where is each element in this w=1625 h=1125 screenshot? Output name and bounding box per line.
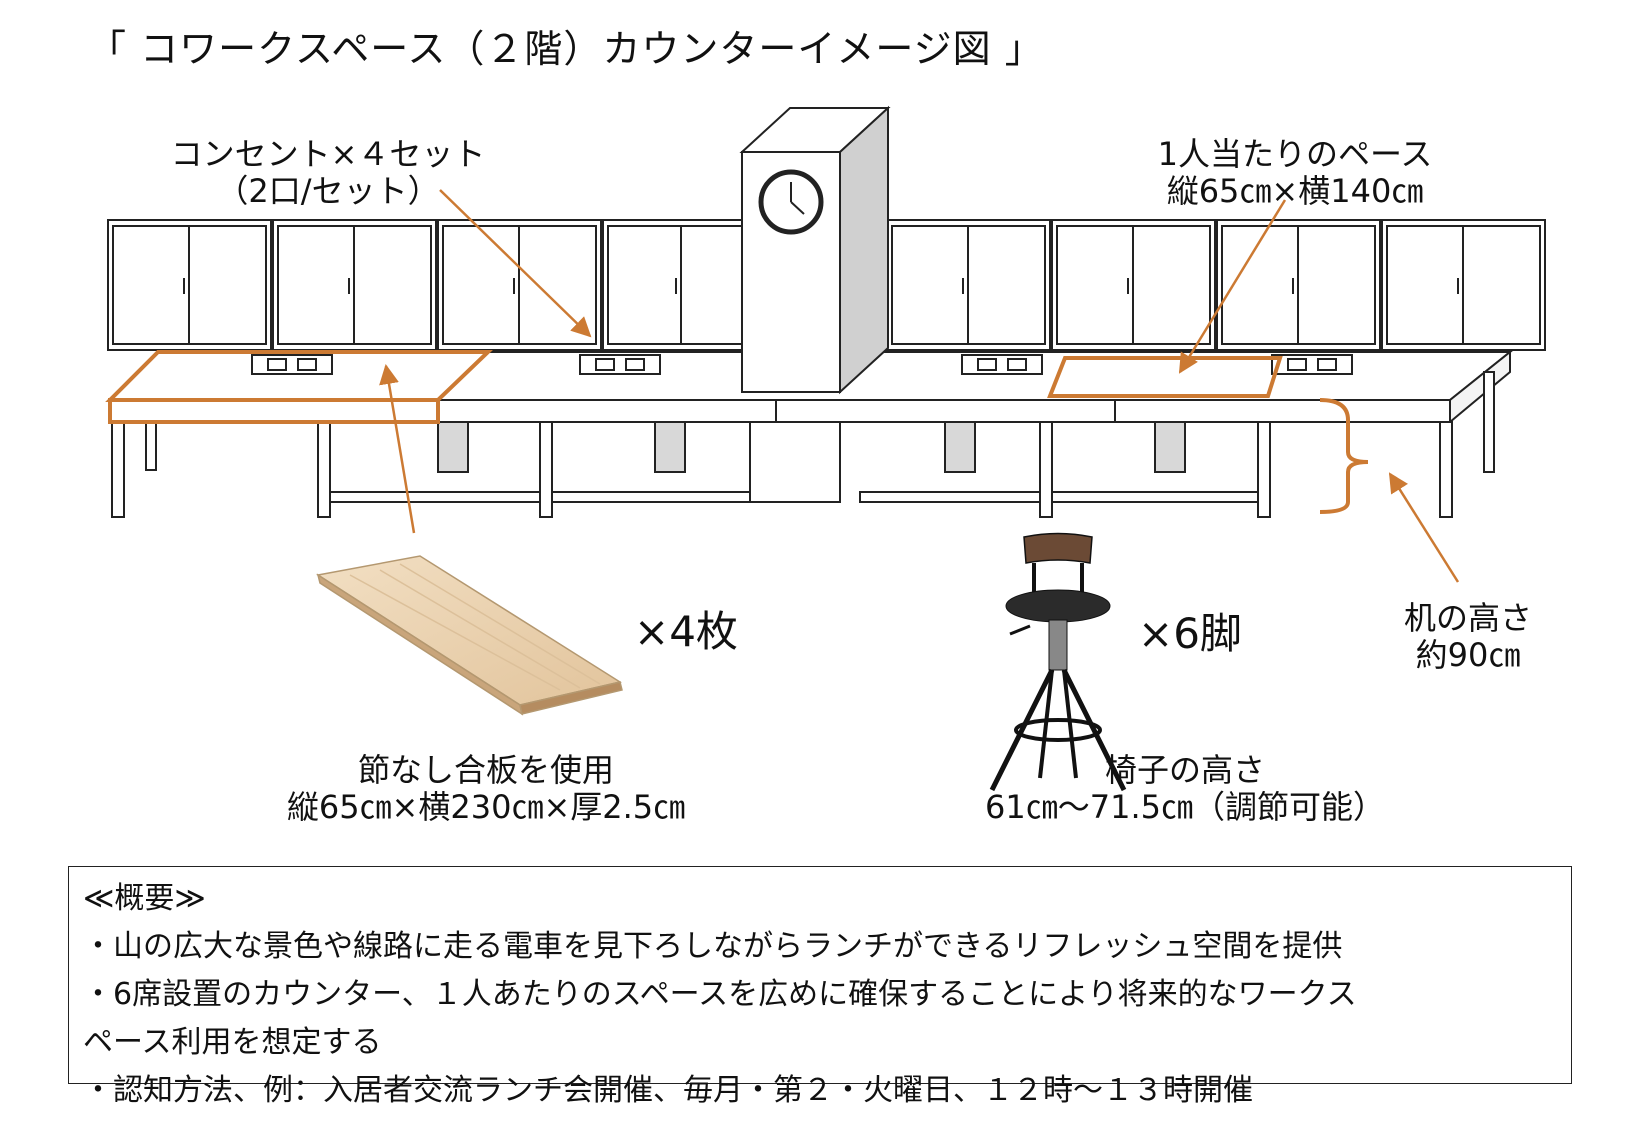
stool-seat xyxy=(1005,589,1111,623)
chair-height-line1: 椅子の高さ xyxy=(1104,751,1265,789)
page-title: 「 コワークスペース（２階）カウンターイメージ図 」 xyxy=(88,27,1044,71)
clock-tower xyxy=(739,105,891,503)
outlet-4 xyxy=(1271,354,1353,375)
board-description-line2: 縦65㎝×横230㎝×厚2.5㎝ xyxy=(286,787,686,826)
outlets xyxy=(251,354,1353,375)
cabinet-1 xyxy=(107,219,272,351)
space-label-line1: 1人当たりのペース xyxy=(1157,135,1433,173)
cabinet-3 xyxy=(437,219,602,351)
outlet-1 xyxy=(251,354,333,375)
board-description: 節なし合板を使用 縦65㎝×横230㎝×厚2.5㎝ xyxy=(256,752,716,826)
cabinet-8 xyxy=(1381,219,1546,351)
height-brace xyxy=(1319,398,1369,514)
outlet-label: コンセント×４セット （2口/セット） xyxy=(158,136,498,210)
outlet-label-line1: コンセント×４セット xyxy=(170,135,486,173)
summary-line-1: ・山の広大な景色や線路に走る電車を見下ろしながらランチができるリフレッシュ空間を… xyxy=(83,929,1343,964)
space-label-line2: 縦65㎝×横140㎝ xyxy=(1166,171,1424,210)
summary-heading: ≪概要≫ xyxy=(83,881,206,916)
upper-cabinets xyxy=(107,219,1546,351)
board-count: ×4枚 xyxy=(634,607,738,656)
board-description-line1: 節なし合板を使用 xyxy=(357,751,614,789)
space-label: 1人当たりのペース 縦65㎝×横140㎝ xyxy=(1125,136,1465,210)
chair-count: ×6脚 xyxy=(1138,609,1242,658)
summary-box: ≪概要≫ ・山の広大な景色や線路に走る電車を見下ろしながらランチができるリフレッ… xyxy=(68,866,1572,1108)
plywood-board-image xyxy=(316,555,623,716)
chair-height-line2: 61㎝〜71.5㎝（調節可能） xyxy=(985,787,1385,826)
desk-height-label: 机の高さ 約90㎝ xyxy=(1368,600,1568,674)
cabinet-2 xyxy=(272,219,437,351)
cabinet-5 xyxy=(886,219,1051,351)
desk-height-line1: 机の高さ xyxy=(1403,599,1532,637)
chair-height-label: 椅子の高さ 61㎝〜71.5㎝（調節可能） xyxy=(960,752,1410,826)
summary-line-4: ・認知方法、例：入居者交流ランチ会開催、毎月・第２・火曜日、１２時〜１３時開催 xyxy=(83,1073,1253,1108)
cabinet-7 xyxy=(1216,219,1381,351)
outlet-arrow xyxy=(439,189,592,338)
outlet-label-line2: （2口/セット） xyxy=(216,171,440,210)
counter-legs xyxy=(111,371,1495,518)
annotation-arrows xyxy=(379,189,1460,583)
stool-image xyxy=(989,532,1127,792)
summary-line-3: ペース利用を想定する xyxy=(83,1025,382,1060)
counter-right-side xyxy=(1449,349,1511,425)
board-highlight-edge xyxy=(108,398,440,424)
board-arrow xyxy=(379,364,416,534)
summary-line-2: ・6席設置のカウンター、１人あたりのスペースを広めに確保することにより将来的なワ… xyxy=(83,977,1357,1012)
outlet-2 xyxy=(579,354,661,375)
outlet-3 xyxy=(961,354,1043,375)
stool-backrest xyxy=(1023,532,1093,564)
per-person-space-highlight xyxy=(1047,356,1283,398)
height-arrow xyxy=(1388,472,1460,583)
highlights xyxy=(105,350,1369,514)
desk-height-line2: 約90㎝ xyxy=(1415,635,1521,674)
cabinet-4 xyxy=(602,219,752,351)
cabinet-6 xyxy=(1051,219,1216,351)
counter-front-edge xyxy=(109,399,1451,423)
space-arrow xyxy=(1178,199,1287,374)
